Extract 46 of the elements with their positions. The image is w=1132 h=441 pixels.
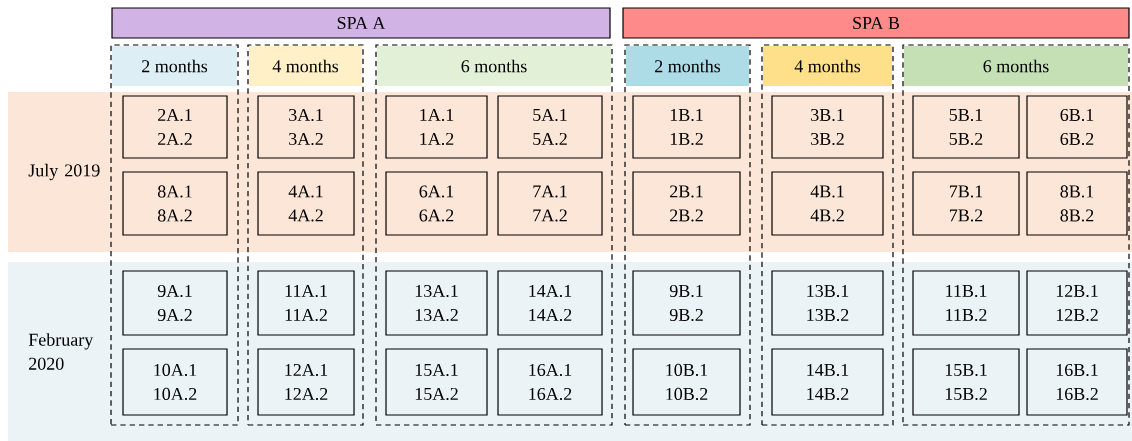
dashed-group-box [110, 44, 239, 426]
sample-box: 14A.1 14A.2 [497, 270, 603, 336]
sample-box: 5B.1 5B.2 [912, 95, 1020, 159]
sample-box: 9B.1 9B.2 [632, 270, 741, 336]
sample-box: 8B.1 8B.2 [1026, 171, 1128, 236]
sample-box: 8A.1 8A.2 [122, 171, 228, 236]
sample-box: 15B.1 15B.2 [912, 348, 1020, 416]
sample-box: 12B.1 12B.2 [1026, 270, 1128, 336]
sample-box: 11B.1 11B.2 [912, 270, 1020, 336]
dashed-group-box [902, 44, 1130, 426]
sample-box: 13A.1 13A.2 [385, 270, 488, 336]
sample-box: 14B.1 14B.2 [771, 348, 884, 416]
sample-box: 1A.1 1A.2 [385, 95, 488, 159]
sample-box: 6A.1 6A.2 [385, 171, 488, 236]
sample-box: 10B.1 10B.2 [632, 348, 741, 416]
sample-box: 6B.1 6B.2 [1026, 95, 1128, 159]
sample-box: 4A.1 4A.2 [257, 171, 355, 236]
column-header: 4 months [249, 46, 362, 86]
dashed-group-box [624, 44, 751, 426]
sample-box: 11A.1 11A.2 [257, 270, 355, 336]
sample-box: 5A.1 5A.2 [497, 95, 603, 159]
column-header: 6 months [904, 46, 1128, 86]
sample-box: 16A.1 16A.2 [497, 348, 603, 416]
sample-box: 12A.1 12A.2 [257, 348, 355, 416]
dashed-group-box [761, 44, 894, 426]
sample-box: 1B.1 1B.2 [632, 95, 741, 159]
sample-box: 7B.1 7B.2 [912, 171, 1020, 236]
sample-box: 4B.1 4B.2 [771, 171, 884, 236]
sample-box: 2A.1 2A.2 [122, 95, 228, 159]
header-bar: SPA B [622, 7, 1130, 39]
sample-box: 9A.1 9A.2 [122, 270, 228, 336]
header-bar: SPA A [111, 7, 611, 39]
sample-box: 3B.1 3B.2 [771, 95, 884, 159]
sample-box: 3A.1 3A.2 [257, 95, 355, 159]
sample-box: 15A.1 15A.2 [385, 348, 488, 416]
dashed-group-box [247, 44, 364, 426]
sample-box: 10A.1 10A.2 [122, 348, 228, 416]
sample-box: 2B.1 2B.2 [632, 171, 741, 236]
dashed-group-box [375, 44, 613, 426]
column-header: 2 months [626, 46, 749, 86]
sample-box: 16B.1 16B.2 [1026, 348, 1128, 416]
sample-box: 7A.1 7A.2 [497, 171, 603, 236]
column-header: 6 months [377, 46, 611, 86]
sample-box: 13B.1 13B.2 [771, 270, 884, 336]
column-header: 2 months [112, 46, 237, 86]
column-header: 4 months [763, 46, 892, 86]
